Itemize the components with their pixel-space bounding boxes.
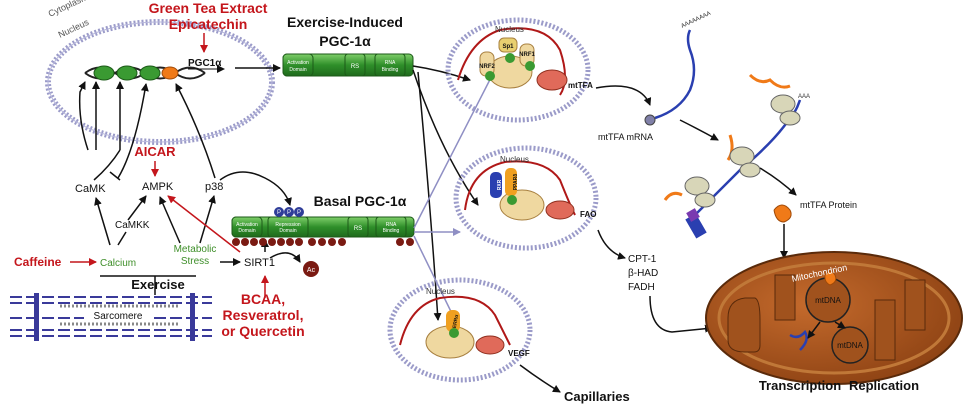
svg-text:NRF2: NRF2 [479, 64, 495, 70]
svg-text:Domain: Domain [289, 67, 306, 73]
svg-text:RS: RS [354, 226, 362, 232]
mttfa-label: mtTFA [568, 81, 593, 90]
svg-text:Domain: Domain [279, 228, 296, 234]
sarcomere-label: Sarcomere [94, 311, 143, 322]
bhad-label: β-HAD [628, 268, 658, 279]
calcium-label: Calcium [100, 258, 136, 269]
svg-text:Nucleus: Nucleus [426, 287, 455, 296]
svg-text:ERRα: ERRα [452, 313, 460, 328]
transcription-label: Transcription [759, 378, 841, 393]
svg-text:P: P [287, 210, 291, 216]
svg-text:AAA: AAA [798, 94, 810, 100]
svg-text:RNA: RNA [386, 222, 397, 228]
svg-text:RNA: RNA [385, 60, 396, 66]
bcaa-label: BCAA, [241, 291, 285, 307]
replication-label: Replication [849, 378, 919, 393]
mttfa-mrna [644, 29, 696, 126]
fadh-label: FADH [628, 282, 655, 293]
p38-label: p38 [205, 181, 223, 193]
import-complex [685, 208, 707, 239]
svg-text:Ac: Ac [307, 267, 316, 274]
quercetin-label: or Quercetin [221, 323, 304, 339]
nucleus-3 [387, 277, 533, 383]
cpt1-label: CPT-1 [628, 254, 657, 265]
ribosome-icon [684, 94, 801, 208]
svg-text:RS: RS [351, 64, 359, 70]
svg-text:Domain: Domain [238, 228, 255, 234]
svg-text:Sp1: Sp1 [502, 44, 514, 50]
basal-pgc1a-label: Basal PGC-1α [314, 193, 407, 209]
svg-text:RXR: RXR [497, 179, 503, 190]
epicatechin-label: Epicatechin [169, 16, 248, 32]
metabolic-label: Metabolic [174, 244, 217, 255]
svg-text:PPARδ: PPARδ [513, 174, 519, 191]
exercise-induced-label: Exercise-Induced [287, 14, 403, 30]
svg-text:Binding: Binding [382, 67, 399, 73]
mttfa-mrna-label: mtTFA mRNA [598, 132, 653, 142]
aicar-label: AICAR [134, 144, 176, 159]
resveratrol-label: Resveratrol, [223, 307, 304, 323]
caffeine-label: Caffeine [14, 255, 62, 269]
svg-text:Activation: Activation [236, 222, 258, 228]
camk-label: CaMK [75, 183, 106, 195]
nucleus-1 [445, 17, 591, 123]
mttfa-protein-label: mtTFA Protein [800, 200, 857, 210]
stress-label: Stress [181, 256, 209, 267]
vegf-label: VEGF [508, 349, 530, 358]
mtdna-2-label: mtDNA [837, 341, 863, 350]
svg-text:Nucleus: Nucleus [495, 25, 524, 34]
sarcomere-icon [10, 293, 212, 341]
exercise-label: Exercise [131, 277, 185, 292]
svg-text:Binding: Binding [383, 228, 400, 234]
fao-label: FAO [580, 210, 596, 219]
svg-text:Activation: Activation [287, 60, 309, 66]
svg-text:P: P [297, 210, 301, 216]
svg-text:Repression: Repression [275, 222, 301, 228]
pgc1a-gene-label: PGC1α [188, 58, 222, 69]
sirt1-label: SIRT1 [244, 257, 275, 269]
ac-icon [303, 261, 319, 277]
cytoplasm-label: Cytoplasm [47, 0, 90, 19]
green-tea-label: Green Tea Extract [149, 0, 268, 16]
mttfa-protein-icon [773, 204, 792, 223]
svg-text:AAAAAAAA: AAAAAAAA [680, 11, 712, 30]
basal-protein-bar [231, 216, 415, 238]
camkk-label: CaMKK [115, 220, 150, 231]
p-icon [274, 207, 304, 217]
nucleus-2 [453, 145, 599, 251]
svg-text:P: P [277, 210, 281, 216]
mitochondrion [705, 251, 963, 385]
capillaries-label: Capillaries [564, 389, 630, 404]
main-nucleus [45, 19, 275, 145]
ampk-label: AMPK [142, 181, 174, 193]
mtdna-1-label: mtDNA [815, 296, 841, 305]
svg-text:Nucleus: Nucleus [500, 155, 529, 164]
svg-text:NRF1: NRF1 [519, 52, 535, 58]
nucleus-main-label: Nucleus [57, 17, 91, 40]
exercise-induced-pgc1a-label: PGC-1α [319, 33, 371, 49]
exercise-induced-protein-bar [282, 53, 414, 77]
ac-row [232, 238, 414, 246]
dna-helix-icon [84, 65, 206, 81]
